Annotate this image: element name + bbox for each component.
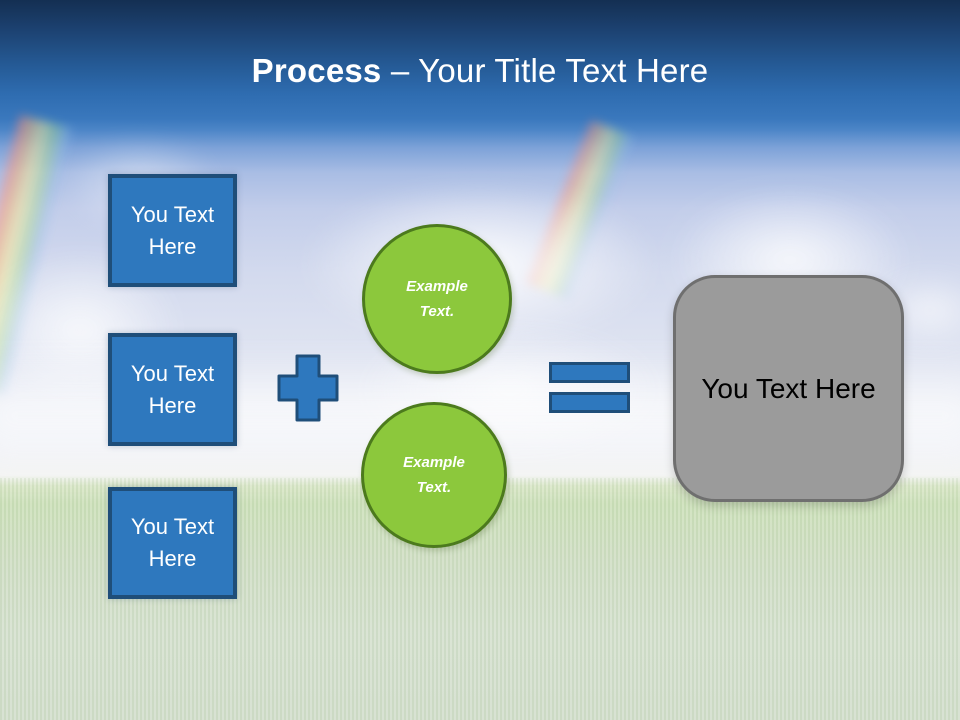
title-emphasis: Process: [251, 52, 382, 89]
process-step-3[interactable]: You Text Here: [108, 487, 237, 599]
cloud: [300, 300, 720, 480]
result-box[interactable]: You Text Here: [673, 275, 904, 502]
process-step-1[interactable]: You Text Here: [108, 174, 237, 287]
example-circle-1-label: Example Text.: [406, 277, 468, 321]
example-circle-2-label: Example Text.: [403, 453, 465, 497]
result-box-label: You Text Here: [701, 372, 876, 404]
equals-bar-top: [549, 362, 630, 383]
title-rest: – Your Title Text Here: [381, 52, 709, 89]
plus-sign-icon: [276, 353, 340, 423]
process-step-1-label: You Text Here: [130, 201, 215, 259]
equals-bar-bottom: [549, 392, 630, 413]
rainbow-center: [525, 120, 637, 301]
page-title: Process – Your Title Text Here: [0, 52, 960, 90]
equals-sign-icon: [549, 362, 630, 413]
process-step-2[interactable]: You Text Here: [108, 333, 237, 446]
process-step-3-label: You Text Here: [130, 514, 215, 571]
process-step-2-label: You Text Here: [130, 360, 215, 418]
example-circle-2[interactable]: Example Text.: [361, 402, 507, 548]
example-circle-1[interactable]: Example Text.: [362, 224, 512, 374]
rainbow-left: [0, 115, 75, 396]
